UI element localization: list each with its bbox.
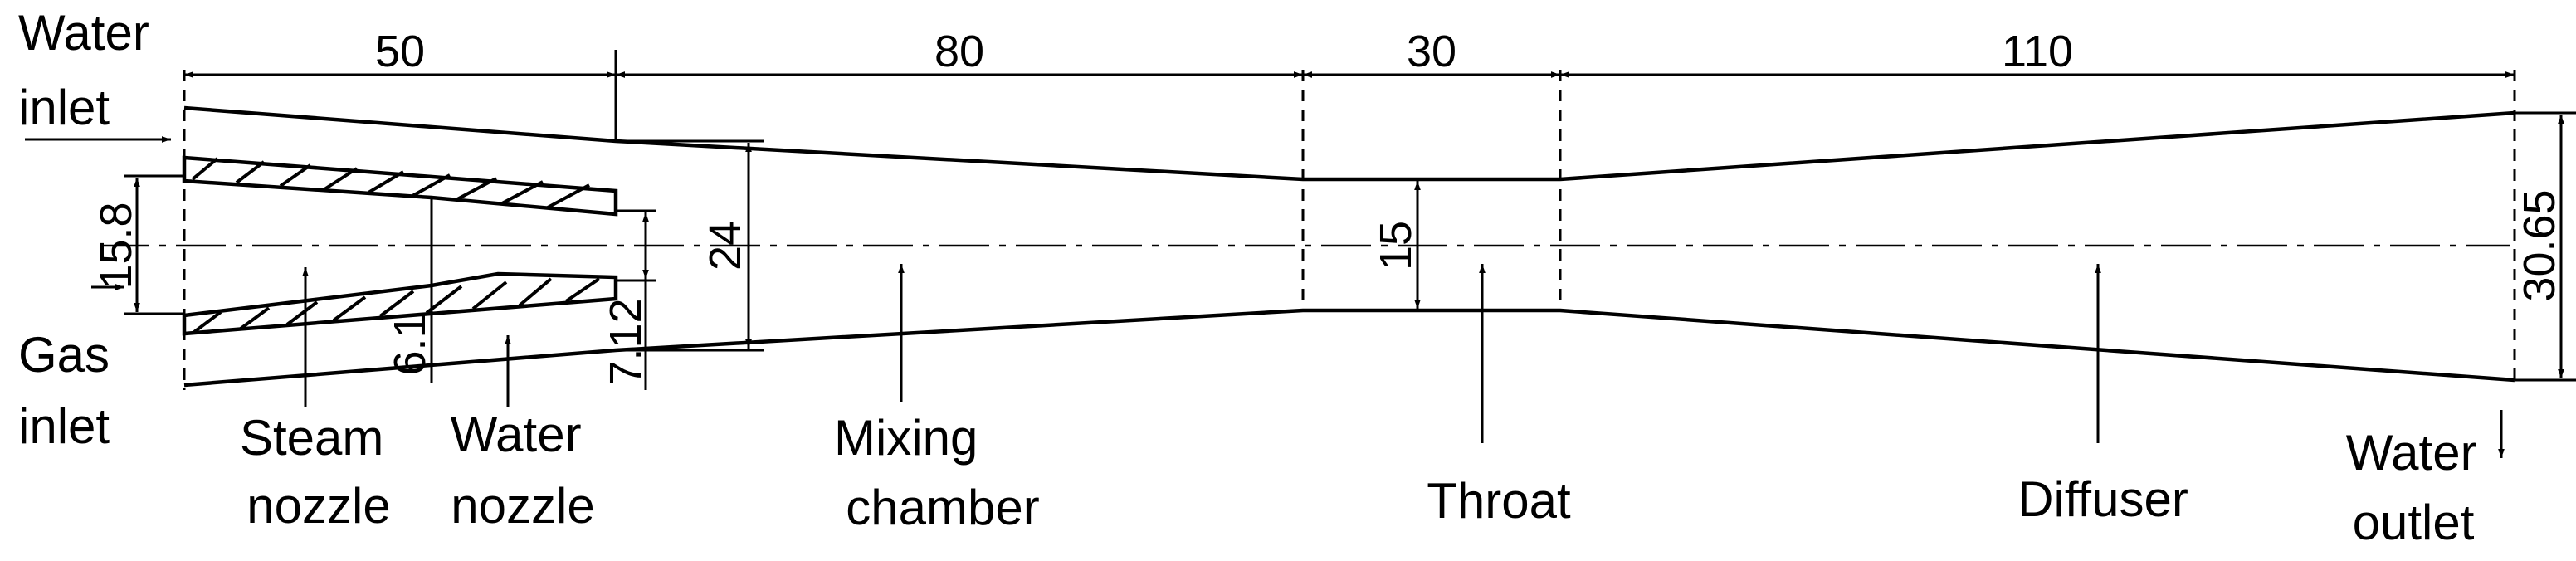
label-water-nozzle: Water nozzle <box>451 407 595 534</box>
mixing-inlet-dimension <box>616 139 764 352</box>
label-mixing-chamber: Mixing chamber <box>834 410 1040 535</box>
dim-throat-diameter: 15 <box>1371 221 1421 271</box>
label-steam-nozzle: Steam nozzle <box>240 410 398 534</box>
upper-nozzle <box>182 155 618 217</box>
upper-wall <box>183 105 2515 182</box>
label-water-inlet: Water inlet <box>18 5 163 135</box>
dim-mixing-inlet-diameter: 24 <box>700 221 750 271</box>
label-water-outlet: Water outlet <box>2346 425 2491 550</box>
label-throat: Throat <box>1427 473 1571 529</box>
label-diffuser: Diffuser <box>2017 471 2188 527</box>
dim-water-nozzle-exit: 7.12 <box>601 298 651 385</box>
water-nozzle-exit-dimension <box>616 209 656 390</box>
inlet-diameter-dimension <box>124 174 184 315</box>
dim-mixing-chamber-length: 80 <box>934 27 984 76</box>
dim-steam-nozzle-exit: 6.1 <box>385 313 435 375</box>
dim-outlet-diameter: 30.65 <box>2515 189 2564 301</box>
dim-inlet-diameter: 15.8 <box>91 202 141 289</box>
lower-wall <box>183 308 2515 388</box>
top-dimension-chain <box>184 50 2515 139</box>
dim-diffuser-length: 110 <box>2002 27 2073 76</box>
label-gas-inlet: Gas inlet <box>18 327 124 454</box>
outlet-diameter-dimension <box>2515 111 2576 382</box>
dim-throat-length: 30 <box>1407 27 1456 76</box>
dim-steam-nozzle-length: 50 <box>375 27 425 76</box>
